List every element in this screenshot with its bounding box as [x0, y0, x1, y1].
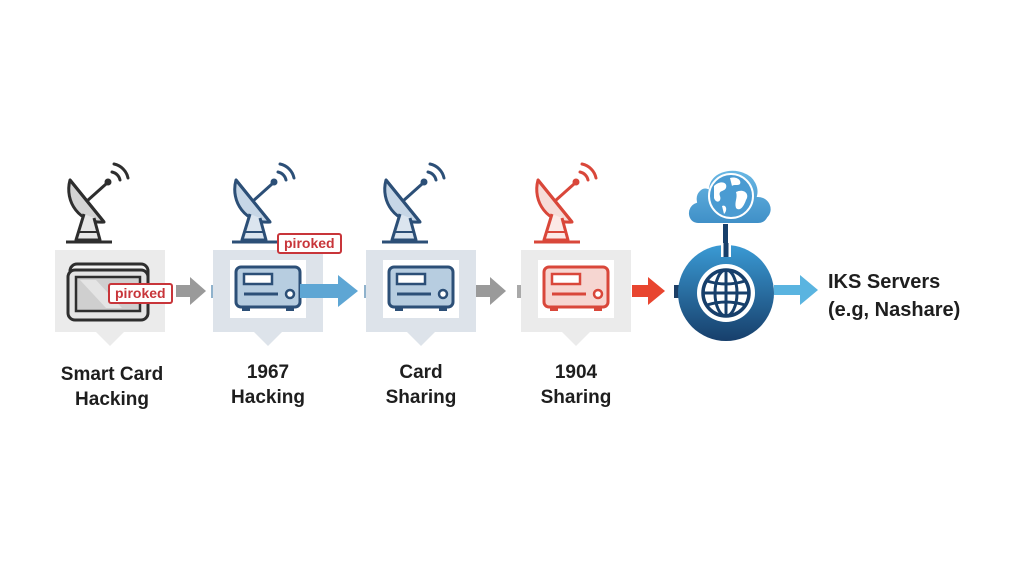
- arrow-right-icon: [176, 277, 206, 305]
- stage-label: 1904 Sharing: [540, 362, 612, 408]
- set-top-box-icon: [542, 265, 610, 311]
- stage-label: 1967 Hacking: [231, 362, 305, 408]
- arrow-right-icon: [774, 275, 818, 305]
- endpoint-label: IKS Servers (e.g, Nashare): [828, 271, 961, 321]
- stage-label: Card Sharing: [385, 362, 457, 408]
- satellite-dish-icon: [232, 162, 296, 244]
- cloud-globe-icon: [687, 168, 773, 225]
- set-top-box-icon: [387, 265, 455, 311]
- connector-tick: [517, 285, 522, 298]
- set-top-box-icon: [234, 265, 302, 311]
- piroked-tag: piroked: [277, 233, 342, 254]
- connector-tick: [674, 285, 679, 298]
- piroked-tag: piroked: [108, 283, 173, 304]
- arrow-right-icon: [476, 277, 506, 305]
- arrow-right-icon: [300, 275, 358, 307]
- arrow-right-icon: [632, 277, 665, 305]
- satellite-dish-icon: [382, 162, 446, 244]
- stage-label: Smart Card Hacking: [60, 364, 164, 410]
- globe-icon: [678, 243, 774, 341]
- satellite-dish-icon: [534, 162, 598, 244]
- satellite-dish-icon: [66, 162, 130, 244]
